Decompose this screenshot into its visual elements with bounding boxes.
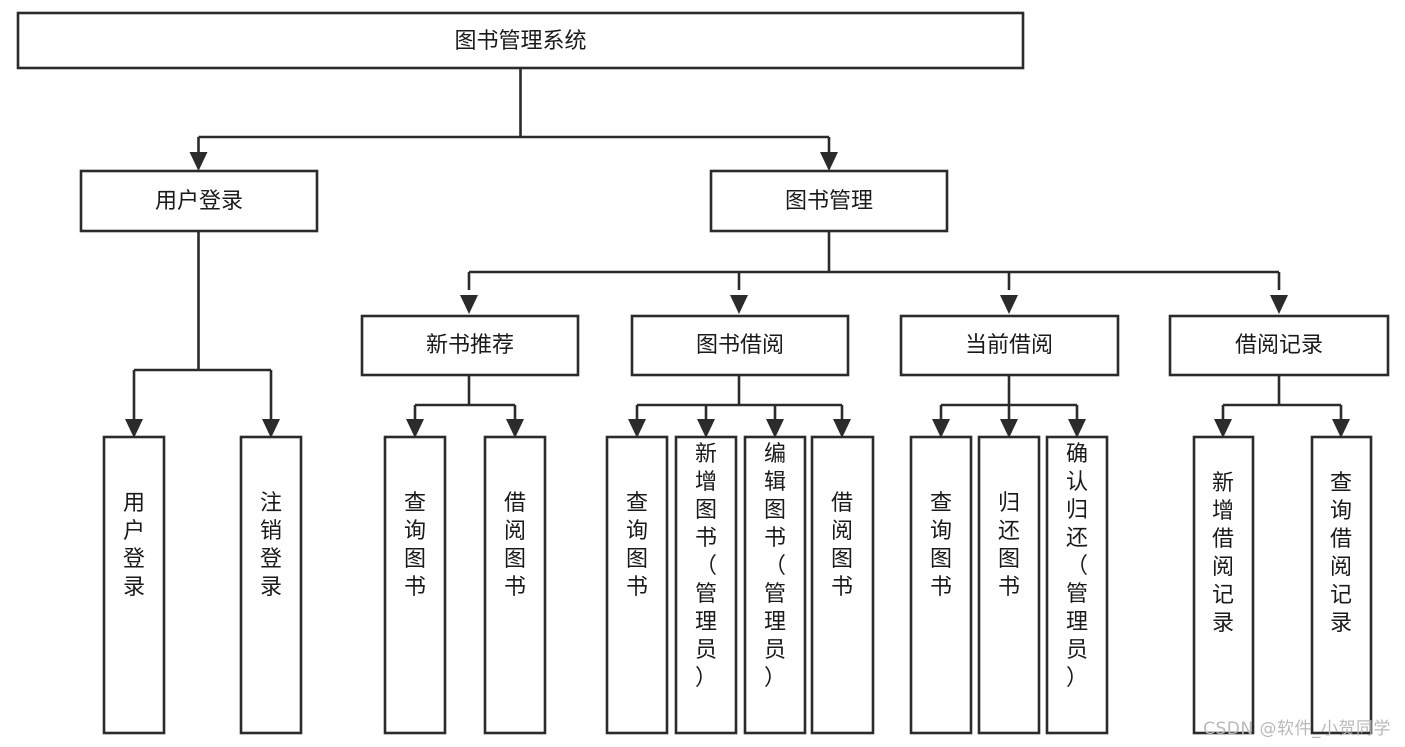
node-user-login-label: 用户登录 — [155, 189, 243, 214]
leaf-node-query-book-current-label: 查询图书 — [930, 491, 952, 600]
node-user-login[interactable]: 用户登录 — [79, 169, 319, 233]
node-book-borrow-label: 图书借阅 — [696, 333, 784, 358]
connector-current-borrow-to-leaves — [932, 375, 1086, 438]
connector-new-book-to-leaves — [406, 375, 524, 438]
leaf-node-confirm-return-admin[interactable]: 确认归还（管理员） — [1045, 435, 1109, 735]
connector-user-login-to-leaves — [125, 231, 280, 438]
leaf-node-query-borrow-record[interactable]: 查询借阅记录 — [1310, 435, 1373, 735]
leaf-node-edit-book-admin[interactable]: 编辑图书（管理员） — [743, 435, 807, 735]
leaf-node-borrow-book-recommend-label: 借阅图书 — [504, 491, 526, 600]
leaf-node-edit-book-admin-label: 编辑图书（管理员） — [764, 442, 786, 691]
node-book-manage-label: 图书管理 — [785, 189, 873, 214]
leaf-node-return-book[interactable]: 归还图书 — [977, 435, 1041, 735]
node-root-system[interactable]: 图书管理系统 — [16, 11, 1025, 70]
node-root-system-label: 图书管理系统 — [454, 29, 586, 54]
node-new-book-recommend[interactable]: 新书推荐 — [360, 314, 580, 377]
node-borrow-record[interactable]: 借阅记录 — [1168, 314, 1390, 377]
leaf-node-user-login-label: 用户登录 — [123, 491, 145, 600]
leaf-node-confirm-return-admin-label: 确认归还（管理员） — [1066, 442, 1088, 691]
leaf-node-query-book-borrow-label: 查询图书 — [626, 491, 648, 600]
leaf-node-query-book-borrow[interactable]: 查询图书 — [605, 435, 669, 735]
leaf-node-borrow-book-recommend[interactable]: 借阅图书 — [483, 435, 547, 735]
leaf-node-query-book-recommend-label: 查询图书 — [404, 491, 426, 600]
leaf-node-add-book-admin[interactable]: 新增图书（管理员） — [674, 435, 738, 735]
leaf-node-logout[interactable]: 注销登录 — [239, 435, 303, 735]
node-book-borrow[interactable]: 图书借阅 — [630, 314, 850, 377]
leaf-node-return-book-label: 归还图书 — [998, 491, 1020, 600]
node-new-book-recommend-label: 新书推荐 — [426, 333, 514, 358]
connector-root-to-level2 — [189, 68, 838, 171]
leaf-node-add-borrow-record-label: 新增借阅记录 — [1212, 471, 1234, 636]
leaf-node-borrow-book[interactable]: 借阅图书 — [810, 435, 875, 735]
connector-borrow-record-to-leaves — [1214, 375, 1350, 438]
leaf-node-logout-label: 注销登录 — [260, 491, 282, 600]
node-current-borrow[interactable]: 当前借阅 — [899, 314, 1120, 377]
leaf-node-add-borrow-record[interactable]: 新增借阅记录 — [1192, 435, 1255, 735]
leaf-node-query-borrow-record-label: 查询借阅记录 — [1330, 471, 1352, 636]
leaf-node-user-login[interactable]: 用户登录 — [102, 435, 166, 735]
node-book-manage[interactable]: 图书管理 — [709, 169, 949, 233]
node-current-borrow-label: 当前借阅 — [965, 333, 1053, 358]
node-borrow-record-label: 借阅记录 — [1235, 333, 1323, 358]
leaf-node-add-book-admin-label: 新增图书（管理员） — [695, 442, 717, 691]
connector-book-manage-to-level3 — [460, 231, 1288, 314]
leaf-node-query-book-current[interactable]: 查询图书 — [909, 435, 973, 735]
leaf-node-borrow-book-label: 借阅图书 — [831, 491, 853, 600]
connector-book-borrow-to-leaves — [628, 375, 851, 438]
leaf-node-query-book-recommend[interactable]: 查询图书 — [383, 435, 447, 735]
